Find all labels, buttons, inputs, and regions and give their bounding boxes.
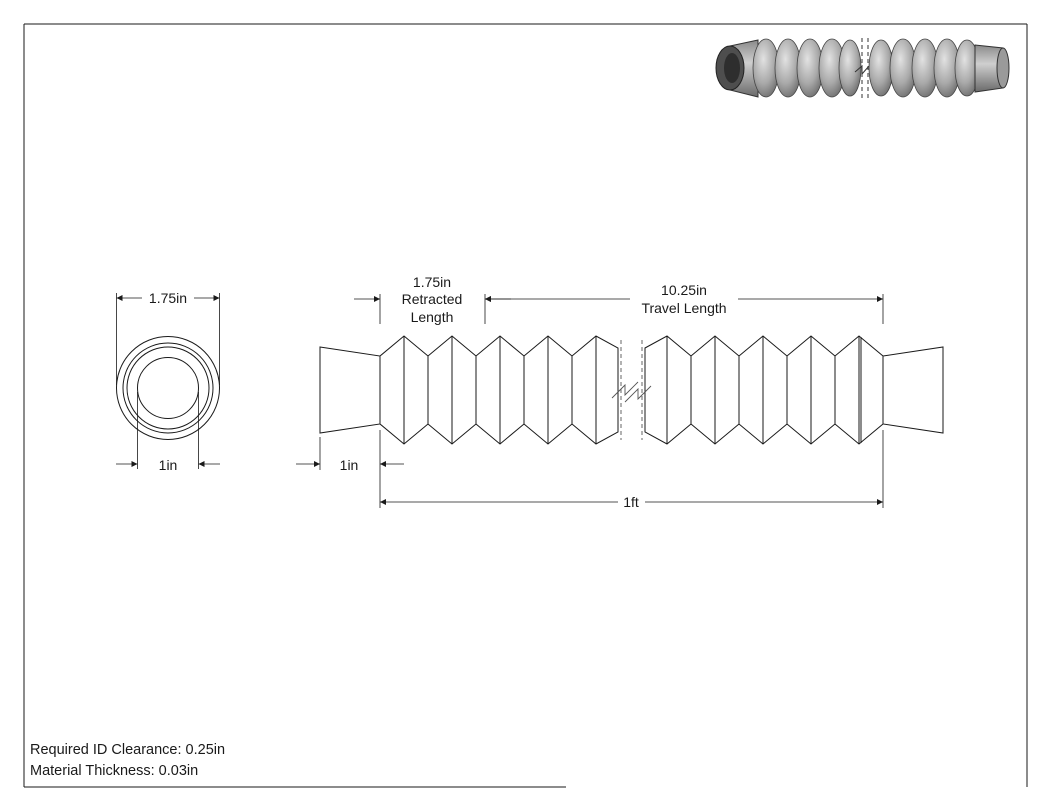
left-bellows	[379, 335, 619, 445]
overall-length-label: 1ft	[623, 494, 639, 510]
end-view	[116, 336, 220, 440]
side-view	[319, 335, 944, 445]
outer-diameter-label: 1.75in	[149, 290, 187, 306]
drawing-frame	[23, 23, 1028, 788]
travel-length-label: Travel Length	[641, 300, 726, 316]
right-end-cuff	[882, 346, 944, 434]
end-view-dimensions	[116, 293, 220, 469]
material-thickness-note: Material Thickness: 0.03in	[30, 763, 198, 779]
iso-break-icon	[854, 38, 870, 98]
isometric-view	[715, 38, 1010, 98]
retracted-length-label: Retracted	[402, 291, 463, 307]
travel-length-value: 10.25in	[661, 282, 707, 298]
retracted-length-label-2: Length	[411, 309, 454, 325]
side-break-icon	[611, 340, 652, 440]
right-bellows	[644, 335, 884, 445]
side-view-dimensions	[296, 294, 884, 508]
id-clearance-note: Required ID Clearance: 0.25in	[30, 742, 225, 758]
end-length-label: 1in	[340, 457, 359, 473]
inner-diameter-label: 1in	[159, 457, 178, 473]
retracted-length-value: 1.75in	[413, 274, 451, 290]
left-end-cuff	[319, 346, 381, 434]
